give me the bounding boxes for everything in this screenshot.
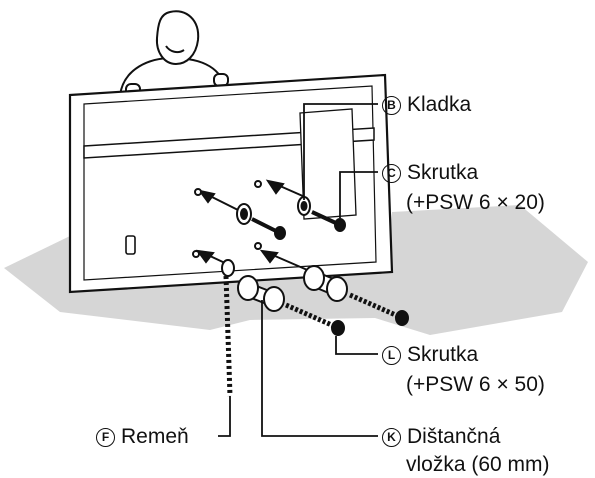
hardware: [192, 179, 409, 397]
letter-k-badge: K: [382, 428, 401, 447]
callout-f: F Remeň: [96, 424, 189, 449]
callout-l: L Skrutka: [382, 342, 478, 367]
leader-lines: [218, 103, 378, 437]
callout-l-name: Skrutka: [407, 343, 479, 366]
letter-b-badge: B: [382, 96, 401, 115]
letter-f-badge: F: [96, 428, 115, 447]
callout-c: C Skrutka: [382, 160, 478, 185]
person-figure: [119, 10, 233, 97]
letter-c-badge: C: [382, 164, 401, 183]
letter-l-badge: L: [382, 346, 401, 365]
floor-cloth: [4, 205, 588, 335]
callout-c-name: Skrutka: [407, 161, 479, 184]
callout-b-name: Kladka: [407, 93, 472, 116]
callout-k-spec: vložka (60 mm): [406, 453, 550, 476]
callout-k-name: Dištančná: [407, 425, 501, 448]
callout-l-spec: (+PSW 6 × 50): [406, 373, 545, 396]
callout-b: B Kladka: [382, 92, 471, 117]
callout-k: K Dištančná: [382, 424, 500, 449]
callout-c-spec: (+PSW 6 × 20): [406, 191, 545, 214]
callout-f-name: Remeň: [121, 425, 189, 448]
tv-rear-panel: [68, 73, 394, 294]
